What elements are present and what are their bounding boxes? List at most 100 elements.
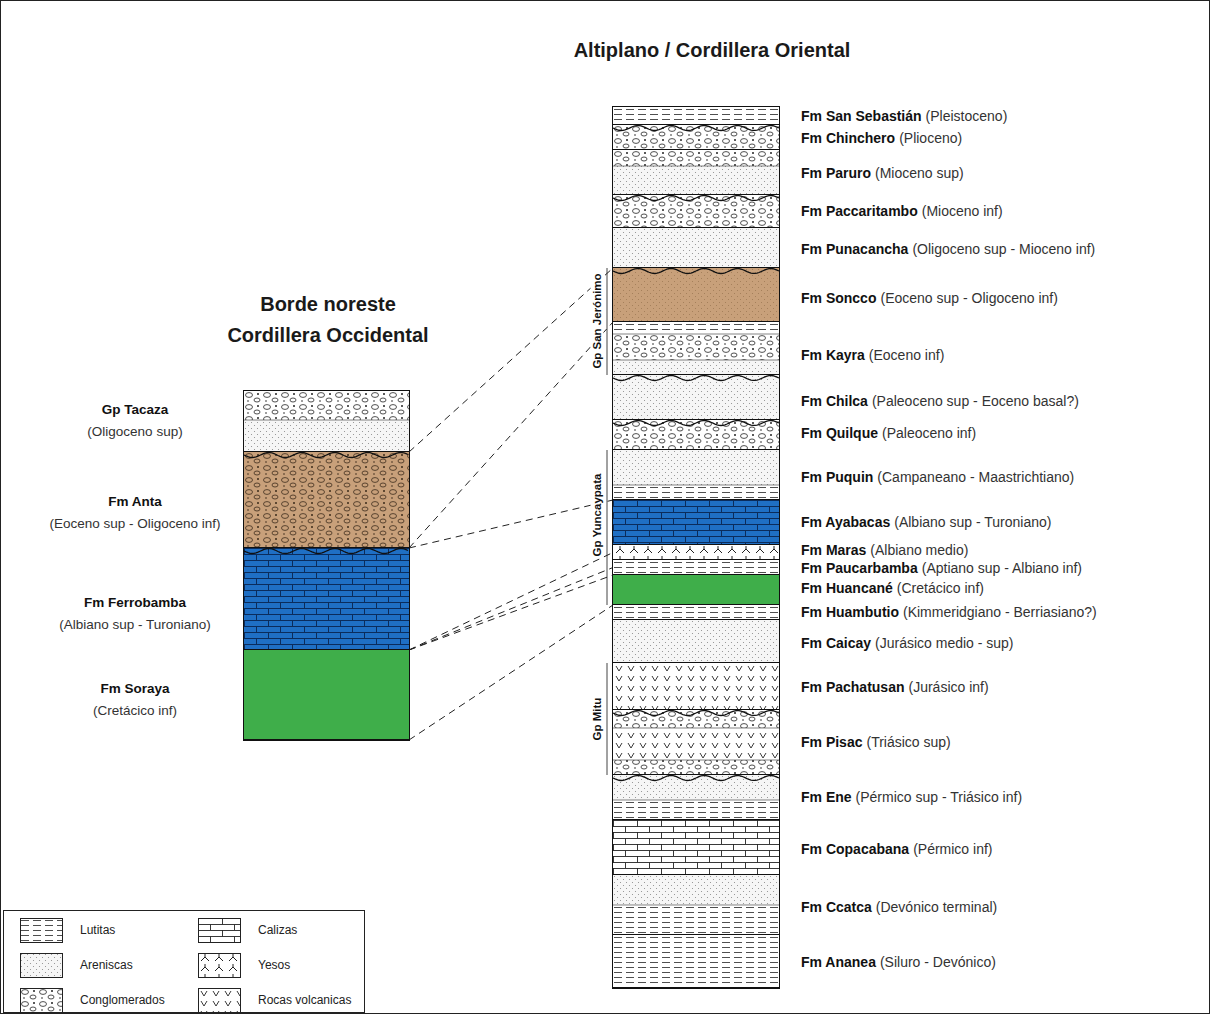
band-boundary: [613, 321, 779, 322]
group-bracket: [607, 268, 608, 375]
lithology-sand: [613, 875, 779, 905]
formation-label: Fm Paucarbamba(Aptiano sup - Albiano inf…: [801, 560, 1082, 576]
formation-label: Fm Ccatca(Devónico terminal): [801, 899, 997, 915]
unconformity-line: [244, 549, 408, 554]
lithology-fill: [613, 820, 779, 875]
lithology-fill: [613, 107, 779, 125]
formation-label: Fm Maras(Albiano medio): [801, 542, 968, 558]
legend-text: Lutitas: [80, 923, 115, 937]
lithology-volc: [613, 663, 779, 710]
formation-text: Fm Paruro: [801, 165, 871, 181]
band-boundary: [613, 709, 779, 710]
formation-text: (Jurásico medio - sup): [875, 635, 1014, 651]
lithology-fill: [613, 195, 779, 228]
lithology-fill: [244, 548, 409, 650]
formation-text: (Oligoceno sup - Mioceno inf): [912, 241, 1095, 257]
lithology-fill: [613, 710, 779, 775]
lithology-fill: [244, 650, 409, 740]
lithology-lut: [613, 560, 779, 575]
lithology-sand: [613, 228, 779, 268]
lithology-green: [613, 575, 779, 605]
legend-sample: [199, 919, 241, 943]
layer-boundary: [244, 420, 409, 421]
correlation-line: [409, 553, 613, 651]
lithology-cong: [613, 420, 779, 450]
formation-label: Fm Punacancha(Oligoceno sup - Mioceno in…: [801, 241, 1095, 257]
band-boundary: [613, 662, 779, 663]
lithology-fill: [244, 391, 409, 452]
formation-band: Gp Tacaza(Oligoceno sup): [244, 391, 409, 452]
formation-text: (Mioceno inf): [922, 203, 1003, 219]
layer-boundary: [613, 760, 779, 761]
formation-label: Fm Chilca(Paleoceno sup - Eoceno basal?): [801, 393, 1079, 409]
formation-text: (Plioceno): [899, 130, 962, 146]
unconformity-line: [613, 711, 779, 716]
lithology-sand: [613, 166, 779, 195]
formation-band: Fm Punacancha(Oligoceno sup - Mioceno in…: [613, 228, 779, 268]
formation-text: (Aptiano sup - Albiano inf): [922, 560, 1082, 576]
legend-sample: [21, 989, 63, 1013]
legend-text: Conglomerados: [80, 993, 165, 1007]
formation-band: Fm Caicay(Jurásico medio - sup): [613, 620, 779, 663]
group-bracket: [607, 450, 608, 605]
formation-label: Fm Ferrobamba(Albiano sup - Turoniano): [25, 592, 245, 636]
formation-label: Fm Paruro(Mioceno sup): [801, 165, 964, 181]
band-boundary: [613, 619, 779, 620]
formation-text: Fm Chinchero: [801, 130, 895, 146]
band-boundary: [613, 419, 779, 420]
legend-swatch: [20, 953, 63, 978]
formation-label: Fm Ananea(Siluro - Devónico): [801, 954, 996, 970]
lithology-cong: [613, 150, 779, 166]
formation-label: Fm Pachatusan(Jurásico inf): [801, 679, 989, 695]
lithology-cong: [613, 710, 779, 728]
formation-text: Fm Puquin: [801, 469, 873, 485]
lithology-lut: [613, 800, 779, 820]
formation-text: (Eoceno sup - Oligoceno inf): [880, 290, 1057, 306]
formation-text: Fm Ccatca: [801, 899, 872, 915]
lithology-fill: [613, 663, 779, 710]
band-boundary: [613, 124, 779, 125]
formation-band: Fm Anta(Eoceno sup - Oligoceno inf): [244, 452, 409, 548]
unconformity-line: [613, 421, 779, 426]
unconformity-line: [613, 776, 779, 781]
lithology-fill: [613, 500, 779, 545]
correlation-line: [409, 322, 613, 548]
legend-swatch: [198, 953, 241, 978]
formation-text: Fm Copacabana: [801, 841, 909, 857]
formation-band: Fm Pachatusan(Jurásico inf): [613, 663, 779, 710]
formation-text: (Eoceno inf): [869, 347, 944, 363]
lithology-fill: [613, 935, 779, 988]
unconformity-line: [613, 376, 779, 381]
band-boundary: [244, 739, 409, 740]
formation-text: (Oligoceno sup): [25, 421, 245, 443]
lithology-sand: [613, 360, 779, 375]
formation-text: (Devónico terminal): [876, 899, 997, 915]
legend-text: Areniscas: [80, 958, 133, 972]
formation-label: Fm Kayra(Eoceno inf): [801, 347, 944, 363]
band-boundary: [613, 267, 779, 268]
legend-text: Yesos: [258, 958, 290, 972]
legend-text: Rocas volcanicas: [258, 993, 351, 1007]
legend-swatch: [198, 918, 241, 943]
correlation-line: [409, 568, 613, 651]
formation-band: Fm Maras(Albiano medio): [613, 545, 779, 560]
correlation-line: [409, 500, 613, 548]
band-boundary: [613, 544, 779, 545]
formation-text: (Pleistoceno): [926, 108, 1008, 124]
stratigraphic-column: Altiplano / Cordillera OrientalFm San Se…: [613, 107, 779, 988]
layer-boundary: [613, 166, 779, 167]
formation-band: Fm Chinchero(Plioceno): [613, 125, 779, 150]
layer-boundary: [613, 905, 779, 906]
lithology-lut: [613, 605, 779, 620]
formation-text: Fm Ene: [801, 789, 852, 805]
correlation-line: [409, 268, 613, 452]
formation-text: (Kimmeridgiano - Berriasiano?): [903, 604, 1097, 620]
formation-text: (Mioceno sup): [875, 165, 964, 181]
lithology-sand: [613, 620, 779, 663]
lithology-cong: [244, 391, 409, 420]
formation-band: Fm Pisac(Triásico sup): [613, 710, 779, 775]
legend-sample: [199, 989, 241, 1013]
lithology-lut: [613, 485, 779, 500]
